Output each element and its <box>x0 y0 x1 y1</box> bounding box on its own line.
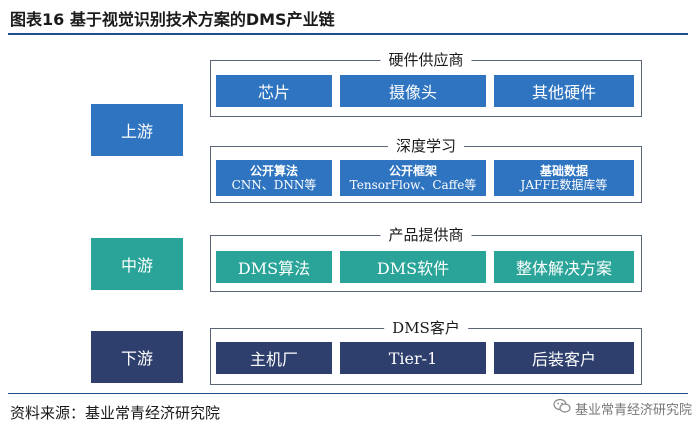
stage-upstream: 上游 <box>91 104 183 156</box>
hardware-item-chip: 芯片 <box>216 75 332 107</box>
dl-item-title: 基础数据 <box>539 163 588 178</box>
customer-item-label: 主机厂 <box>249 350 298 369</box>
bottom-divider <box>8 393 688 394</box>
dl-item-frameworks: 公开框架 TensorFlow、Caffe等 <box>340 160 486 196</box>
dl-item-title: 公开框架 <box>388 163 437 178</box>
hardware-item-label: 摄像头 <box>388 83 437 102</box>
customer-item-aftermarket: 后装客户 <box>494 342 634 374</box>
hardware-item-other: 其他硬件 <box>494 75 634 107</box>
source-note: 资料来源：基业常青经济研究院 <box>10 404 221 422</box>
product-item-solution: 整体解决方案 <box>494 251 634 283</box>
hardware-item-camera: 摄像头 <box>340 75 486 107</box>
customer-item-label: 后装客户 <box>531 350 596 369</box>
dl-item-algorithms: 公开算法 CNN、DNN等 <box>216 160 332 196</box>
group-customers-label: DMS客户 <box>384 317 468 338</box>
group-hardware-label: 硬件供应商 <box>380 49 472 70</box>
stage-downstream: 下游 <box>91 331 183 383</box>
dl-item-sub: JAFFE数据库等 <box>520 177 608 192</box>
dl-item-title: 公开算法 <box>249 163 298 178</box>
product-item-label: 整体解决方案 <box>515 259 612 278</box>
customer-item-label: Tier-1 <box>388 348 438 368</box>
stage-downstream-label: 下游 <box>120 349 153 368</box>
dl-item-sub: TensorFlow、Caffe等 <box>349 177 477 192</box>
group-deep-learning-label: 深度学习 <box>387 135 465 156</box>
customer-item-oem: 主机厂 <box>216 342 332 374</box>
product-item-label: DMS软件 <box>376 259 450 278</box>
dl-item-data: 基础数据 JAFFE数据库等 <box>494 160 634 196</box>
figure-title: 图表16 基于视觉识别技术方案的DMS产业链 <box>10 10 335 29</box>
watermark: 基业常青经济研究院 <box>553 398 692 418</box>
hardware-item-label: 其他硬件 <box>531 83 596 102</box>
dl-item-sub: CNN、DNN等 <box>231 177 317 192</box>
watermark-text: 基业常青经济研究院 <box>574 402 692 418</box>
stage-midstream: 中游 <box>91 238 183 290</box>
stage-midstream-label: 中游 <box>120 256 153 275</box>
product-item-algorithm: DMS算法 <box>216 251 332 283</box>
stage-upstream-label: 上游 <box>120 122 153 141</box>
title-divider <box>8 33 688 35</box>
wechat-icon <box>553 398 571 418</box>
customer-item-tier1: Tier-1 <box>340 342 486 374</box>
product-item-label: DMS算法 <box>237 259 311 278</box>
hardware-item-label: 芯片 <box>257 83 290 102</box>
group-product-label: 产品提供商 <box>380 224 472 245</box>
product-item-software: DMS软件 <box>340 251 486 283</box>
